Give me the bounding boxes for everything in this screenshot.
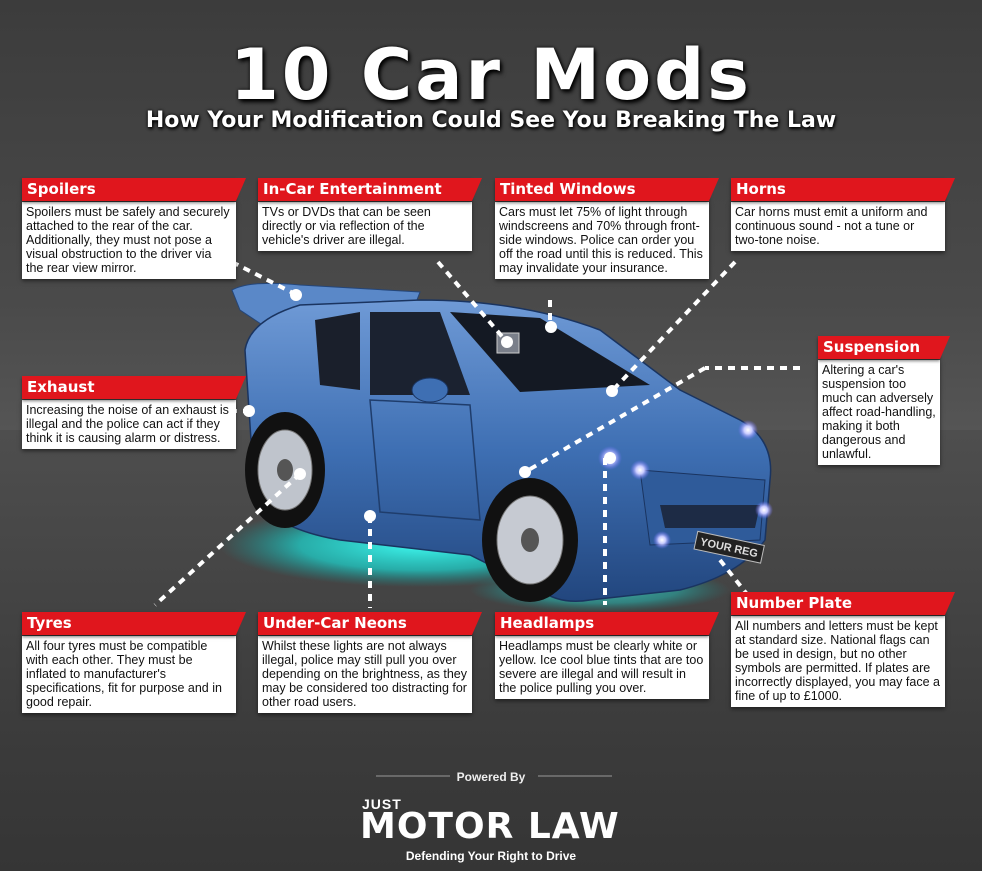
mod-text: Cars must let 75% of light through winds… bbox=[495, 202, 709, 279]
rear-window bbox=[315, 312, 360, 390]
mod-suspension: Suspension Altering a car's suspension t… bbox=[818, 336, 950, 465]
number-plate bbox=[693, 530, 765, 564]
mod-spoilers: Spoilers Spoilers must be safely and sec… bbox=[22, 178, 246, 279]
mod-text: Whilst these lights are not always illeg… bbox=[258, 636, 472, 713]
mod-title: Exhaust bbox=[22, 376, 246, 399]
mod-number-plate: Number Plate All numbers and letters mus… bbox=[731, 592, 955, 707]
front-wheel bbox=[482, 478, 578, 602]
mod-title: Tinted Windows bbox=[495, 178, 719, 201]
rear-wheel bbox=[245, 412, 325, 528]
side-window bbox=[370, 312, 470, 395]
powered-by: Powered By bbox=[456, 770, 526, 784]
logo-just: JUST bbox=[362, 796, 402, 812]
mod-title: In-Car Entertainment bbox=[258, 178, 482, 201]
mod-tyres: Tyres All four tyres must be compatible … bbox=[22, 612, 246, 713]
mod-exhaust: Exhaust Increasing the noise of an exhau… bbox=[22, 376, 246, 449]
mod-text: Spoilers must be safely and securely att… bbox=[22, 202, 236, 279]
mod-horns: Horns Car horns must emit a uniform and … bbox=[731, 178, 955, 251]
mod-text: Altering a car's suspension too much can… bbox=[818, 360, 940, 465]
mod-headlamps: Headlamps Headlamps must be clearly whit… bbox=[495, 612, 719, 699]
mod-text: All four tyres must be compatible with e… bbox=[22, 636, 236, 713]
mod-title: Suspension bbox=[818, 336, 950, 359]
mod-title: Number Plate bbox=[731, 592, 955, 615]
mod-title: Spoilers bbox=[22, 178, 246, 201]
mod-text: All numbers and letters must be kept at … bbox=[731, 616, 945, 707]
page-subtitle: How Your Modification Could See You Brea… bbox=[145, 108, 837, 133]
grille bbox=[660, 505, 760, 528]
mod-entertainment: In-Car Entertainment TVs or DVDs that ca… bbox=[258, 178, 482, 251]
page-title: 10 Car Mods bbox=[230, 34, 752, 116]
connector-lines bbox=[153, 260, 800, 608]
connector-dots bbox=[243, 289, 618, 522]
mod-text: Increasing the noise of an exhaust is il… bbox=[22, 400, 236, 449]
mod-title: Horns bbox=[731, 178, 955, 201]
logo-tagline: Defending Your Right to Drive bbox=[405, 849, 577, 863]
mod-text: Headlamps must be clearly white or yello… bbox=[495, 636, 709, 699]
mod-tinted: Tinted Windows Cars must let 75% of ligh… bbox=[495, 178, 719, 279]
logo[interactable]: MOTOR LAW bbox=[360, 806, 620, 847]
mod-text: Car horns must emit a uniform and contin… bbox=[731, 202, 945, 251]
mod-title: Headlamps bbox=[495, 612, 719, 635]
mod-text: TVs or DVDs that can be seen directly or… bbox=[258, 202, 472, 251]
mod-title: Under-Car Neons bbox=[258, 612, 482, 635]
mod-neons: Under-Car Neons Whilst these lights are … bbox=[258, 612, 482, 713]
mod-title: Tyres bbox=[22, 612, 246, 635]
